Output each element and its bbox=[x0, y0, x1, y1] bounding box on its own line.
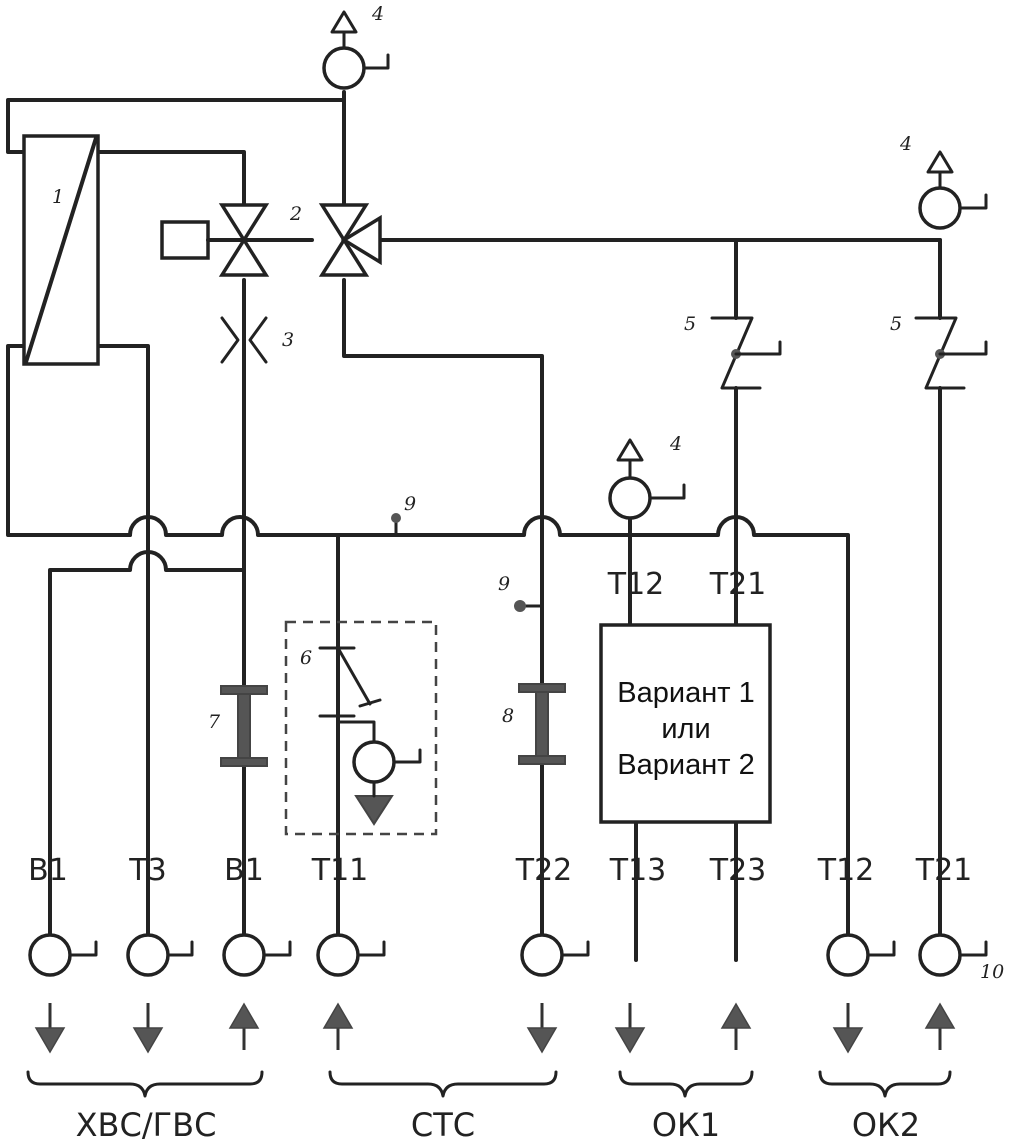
port-label-t23: Т23 bbox=[709, 853, 767, 888]
callout-10: 10 bbox=[980, 961, 1004, 983]
flow-arrow-down-6 bbox=[614, 1027, 646, 1054]
group-label-ok2: ОК2 bbox=[852, 1106, 920, 1144]
group-label-ok1: ОК1 bbox=[652, 1106, 720, 1144]
callout-3: 3 bbox=[282, 329, 294, 351]
port-label-t22: Т22 bbox=[515, 853, 573, 888]
port-label-t3: Т3 bbox=[128, 853, 166, 888]
temperature-sensor-sts bbox=[514, 600, 544, 612]
port-label-v1-left: В1 bbox=[28, 853, 68, 888]
callout-4-box: 4 bbox=[669, 433, 682, 455]
port-label-t21-ok2: Т21 bbox=[915, 853, 973, 888]
two-way-valve bbox=[218, 203, 270, 277]
flow-meter-7 bbox=[220, 685, 268, 767]
check-valve-ok1 bbox=[710, 316, 782, 390]
three-way-valve bbox=[318, 203, 382, 277]
flow-arrow-down-8 bbox=[832, 1027, 864, 1054]
callout-6: 6 bbox=[300, 647, 312, 669]
group-label-sts: СТС bbox=[411, 1106, 475, 1144]
variant-box-line-1: Вариант 1 bbox=[617, 677, 754, 709]
callout-8: 8 bbox=[502, 705, 514, 727]
port-label-t11: Т11 bbox=[311, 853, 369, 888]
callout-1: 1 bbox=[52, 186, 64, 208]
heat-exchanger bbox=[22, 134, 100, 366]
callout-4-top: 4 bbox=[371, 3, 384, 25]
port-label-t12-ok2: Т12 bbox=[817, 853, 875, 888]
group-label-hvs-gvs: ХВС/ГВС bbox=[76, 1106, 217, 1144]
callout-2: 2 bbox=[289, 203, 302, 225]
callout-5-ok2: 5 bbox=[890, 313, 902, 335]
port-label-t21-box: Т21 bbox=[709, 567, 767, 602]
flow-meter-8 bbox=[518, 683, 566, 765]
port-label-t13: Т13 bbox=[609, 853, 667, 888]
flow-arrow-up-4 bbox=[322, 1002, 354, 1029]
group-braces bbox=[26, 1070, 952, 1098]
check-valve-ok2 bbox=[914, 316, 988, 390]
port-label-t12-box: Т12 bbox=[607, 567, 665, 602]
flow-arrow-up-7 bbox=[720, 1002, 752, 1029]
flow-arrow-down-1 bbox=[34, 1027, 66, 1054]
make-up-unit bbox=[284, 620, 438, 836]
flow-arrow-up-9 bbox=[924, 1002, 956, 1029]
callout-7: 7 bbox=[208, 711, 221, 733]
air-vent-right bbox=[918, 150, 988, 230]
flow-arrow-down-5 bbox=[526, 1027, 558, 1054]
temperature-sensor-main bbox=[391, 513, 401, 537]
variant-box-line-2: или bbox=[661, 713, 710, 745]
flow-arrows bbox=[34, 1002, 956, 1054]
port-label-v1-mid: В1 bbox=[224, 853, 264, 888]
throttle-orifice bbox=[220, 316, 268, 364]
pipelines bbox=[6, 90, 942, 962]
callout-4-right: 4 bbox=[899, 133, 912, 155]
flow-arrow-down-2 bbox=[132, 1027, 164, 1054]
variant-box bbox=[599, 623, 772, 824]
callout-9-sts: 9 bbox=[498, 573, 510, 595]
actuator-box bbox=[160, 220, 314, 260]
bottom-gauges bbox=[28, 933, 988, 977]
air-vent-box bbox=[608, 438, 686, 520]
variant-box-line-3: Вариант 2 bbox=[617, 749, 754, 781]
air-vent-top bbox=[322, 10, 390, 90]
flow-arrow-up-3 bbox=[228, 1002, 260, 1029]
callout-9-main: 9 bbox=[404, 493, 416, 515]
callout-5-ok1: 5 bbox=[684, 313, 696, 335]
